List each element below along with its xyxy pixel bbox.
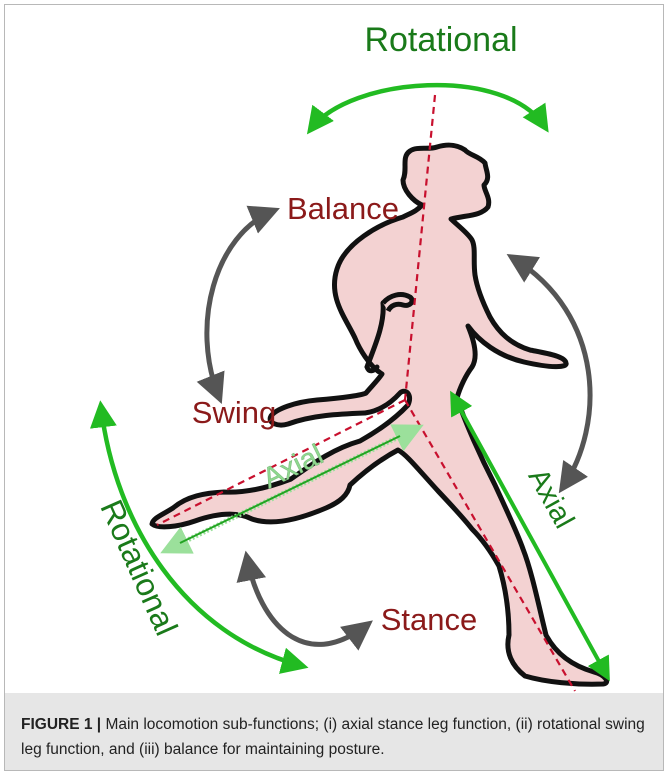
label-rotational-top: Rotational (364, 21, 517, 59)
rotational-top-arrow (311, 85, 545, 129)
caption-label: FIGURE 1 | (21, 716, 101, 733)
label-balance: Balance (287, 191, 399, 226)
figure-frame: Rotational Balance Swing Axial Axial Sta… (4, 4, 664, 771)
label-swing: Swing (192, 395, 276, 430)
figure-caption: FIGURE 1 | Main locomotion sub-functions… (5, 693, 663, 770)
caption-text: Main locomotion sub-functions; (i) axial… (21, 716, 645, 758)
balance-stance-arrow (513, 258, 590, 487)
balance-swing-arrow (207, 211, 273, 397)
swing-stance-arrow (247, 558, 367, 644)
locomotion-diagram: Rotational Balance Swing Axial Axial Sta… (5, 5, 663, 695)
label-stance: Stance (381, 602, 478, 637)
